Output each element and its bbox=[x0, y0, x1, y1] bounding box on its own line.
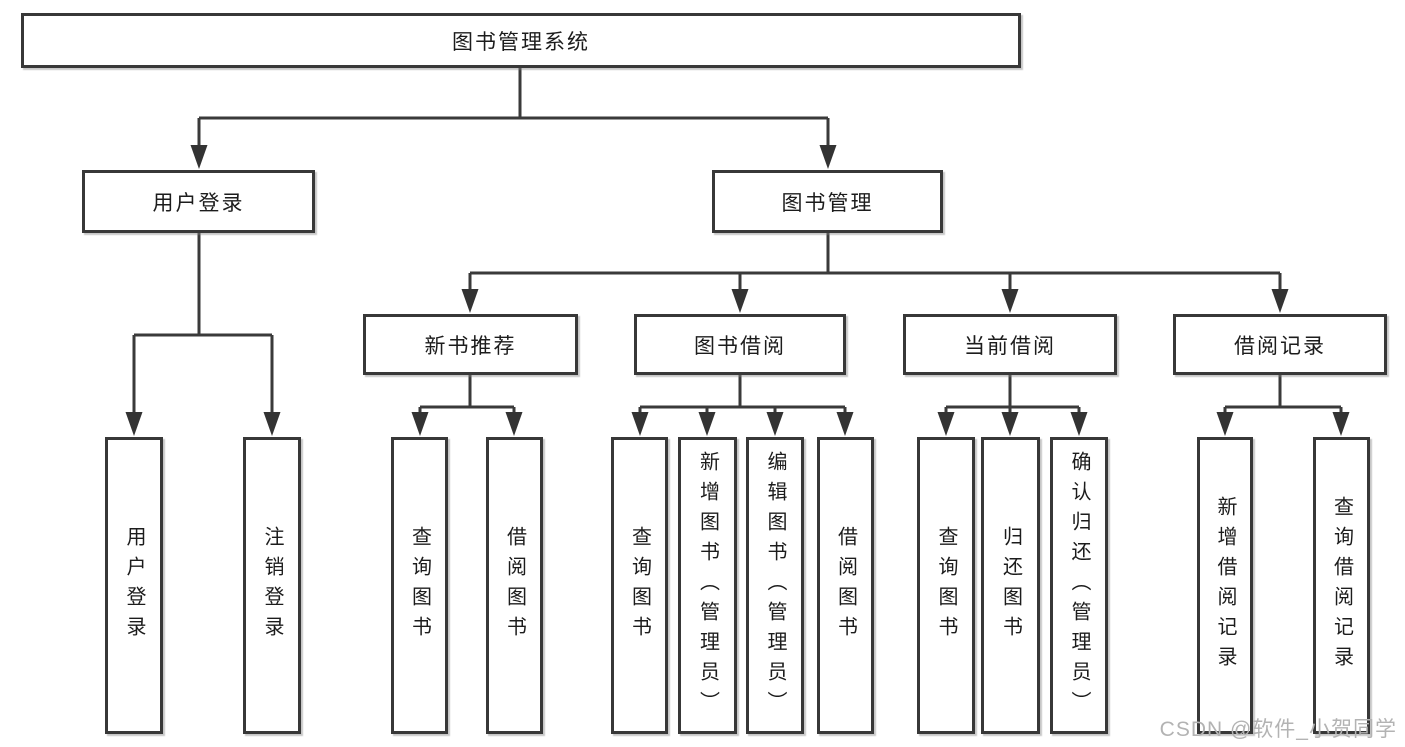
arrowhead-down-icon bbox=[1216, 412, 1234, 436]
connector-line bbox=[197, 68, 830, 154]
arrowhead-down-icon bbox=[631, 412, 649, 436]
edge-group-root bbox=[190, 68, 837, 169]
connector-line bbox=[418, 375, 516, 421]
leaf-confirm-return-admin: 确认归还（管理员） bbox=[1050, 437, 1108, 734]
connector-line bbox=[468, 233, 1282, 298]
leaf-add-book-admin: 新增图书（管理员） bbox=[678, 437, 737, 734]
node-user-login: 用户登录 bbox=[82, 170, 315, 233]
connector-line bbox=[638, 375, 847, 421]
arrowhead-down-icon bbox=[505, 412, 523, 436]
arrowhead-down-icon bbox=[1070, 412, 1088, 436]
arrowhead-down-icon bbox=[698, 412, 716, 436]
arrowhead-down-icon bbox=[937, 412, 955, 436]
leaf-borrow-books: 借阅图书 bbox=[817, 437, 874, 734]
leaf-borrow-books-recommend: 借阅图书 bbox=[486, 437, 543, 734]
edge-group-book-management bbox=[461, 233, 1289, 313]
leaf-logout: 注销登录 bbox=[243, 437, 301, 734]
leaf-add-borrow-record: 新增借阅记录 bbox=[1197, 437, 1253, 734]
arrowhead-down-icon bbox=[263, 412, 281, 436]
arrowhead-down-icon bbox=[1001, 289, 1019, 313]
arrowhead-down-icon bbox=[836, 412, 854, 436]
leaf-query-books-recommend: 查询图书 bbox=[391, 437, 448, 734]
arrowhead-down-icon bbox=[1001, 412, 1019, 436]
node-root-library-system: 图书管理系统 bbox=[21, 13, 1021, 68]
arrowhead-down-icon bbox=[731, 289, 749, 313]
leaf-user-login: 用户登录 bbox=[105, 437, 163, 734]
edge-group-current-borrow bbox=[937, 375, 1088, 436]
leaf-query-borrow-record: 查询借阅记录 bbox=[1313, 437, 1370, 734]
csdn-watermark: CSDN @软件_小贺同学 bbox=[1159, 718, 1397, 741]
arrowhead-down-icon bbox=[1271, 289, 1289, 313]
connector-line bbox=[132, 233, 274, 421]
leaf-query-books-current: 查询图书 bbox=[917, 437, 975, 734]
edge-group-book-borrow bbox=[631, 375, 854, 436]
node-book-borrow: 图书借阅 bbox=[634, 314, 846, 375]
node-book-management: 图书管理 bbox=[712, 170, 943, 233]
edge-group-user-login bbox=[125, 233, 281, 436]
arrowhead-down-icon bbox=[1332, 412, 1350, 436]
arrowhead-down-icon bbox=[819, 145, 837, 169]
arrowhead-down-icon bbox=[125, 412, 143, 436]
arrowhead-down-icon bbox=[461, 289, 479, 313]
node-new-book-recommend: 新书推荐 bbox=[363, 314, 578, 375]
node-borrow-records: 借阅记录 bbox=[1173, 314, 1387, 375]
node-current-borrow: 当前借阅 bbox=[903, 314, 1117, 375]
leaf-edit-book-admin: 编辑图书（管理员） bbox=[746, 437, 804, 734]
edge-group-borrow-records bbox=[1216, 375, 1350, 436]
leaf-return-books: 归还图书 bbox=[981, 437, 1040, 734]
edge-group-new-book-recommend bbox=[411, 375, 523, 436]
leaf-query-books-borrow: 查询图书 bbox=[611, 437, 668, 734]
connector-line bbox=[1223, 375, 1343, 421]
arrowhead-down-icon bbox=[190, 145, 208, 169]
arrowhead-down-icon bbox=[766, 412, 784, 436]
arrowhead-down-icon bbox=[411, 412, 429, 436]
